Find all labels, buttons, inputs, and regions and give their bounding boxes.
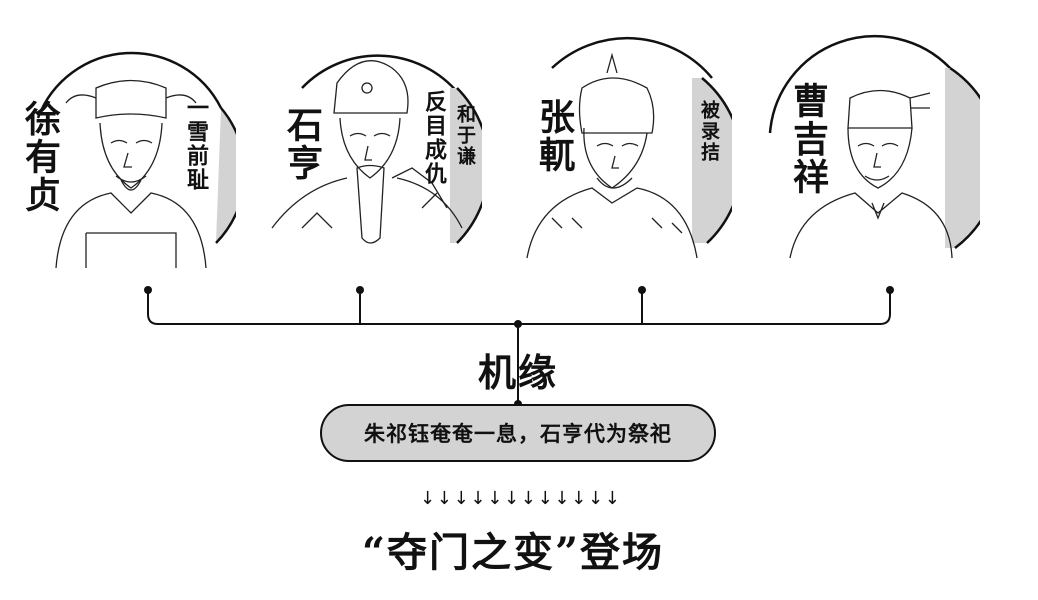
figure-xu-youzhen: 徐有贞 一雪前耻 [16, 28, 236, 268]
down-arrow-icon: ↓ [537, 488, 553, 509]
figure-name: 徐有贞 [19, 100, 61, 214]
node-dot [886, 286, 894, 294]
hub-label: 机缘 [478, 350, 559, 395]
down-arrow-icon: ↓ [554, 488, 570, 509]
result-title: “夺门之变”登场 [362, 529, 665, 576]
down-arrow-icon: ↓ [604, 488, 620, 509]
down-arrow-icon: ↓ [571, 488, 587, 509]
figure-motto-secondary: 被录拮 [698, 100, 720, 163]
hub-dot [514, 320, 522, 328]
down-arrow-icon: ↓ [487, 488, 503, 509]
figure-motto: 反目成仇 [421, 90, 447, 186]
figure-name: 曹吉祥 [787, 82, 829, 196]
node-dot [638, 286, 646, 294]
connector-lines [144, 286, 894, 408]
portrait-shi-heng [271, 54, 482, 244]
down-arrow-icon: ↓ [587, 488, 604, 509]
down-arrow-icon: ↓ [420, 488, 436, 509]
event-text: 朱祁钰奄奄一息，石亨代为祭祀 [364, 421, 672, 446]
portrait-xu-youzhen [36, 51, 236, 268]
down-arrow-icon: ↓ [470, 488, 486, 509]
figure-name: 石亨 [281, 106, 323, 182]
figure-zhang-yue: 张軏 被录拮 [512, 28, 732, 268]
event-box: 朱祁钰奄奄一息，石亨代为祭祀 [320, 404, 716, 462]
down-arrow-icon: ↓ [503, 488, 520, 509]
figure-motto-secondary: 和于谦 [454, 104, 476, 167]
portrait-zhang-yue [526, 36, 732, 259]
down-arrow-icon: ↓ [453, 488, 469, 509]
figure-motto: 一雪前耻 [183, 96, 209, 192]
down-arrow-icon: ↓ [436, 488, 452, 509]
figure-shi-heng: 石亨 反目成仇 和于谦 [262, 28, 482, 268]
portrait-cao-jixiang [768, 34, 980, 259]
figure-name: 张軏 [533, 98, 575, 174]
node-dot [144, 286, 152, 294]
figure-cao-jixiang: 曹吉祥 [760, 28, 980, 268]
node-dot [356, 286, 364, 294]
arrow-row: ↓ ↓ ↓ ↓ ↓ ↓ ↓ ↓ ↓ ↓ ↓ ↓ [420, 488, 620, 510]
down-arrow-icon: ↓ [520, 488, 536, 509]
